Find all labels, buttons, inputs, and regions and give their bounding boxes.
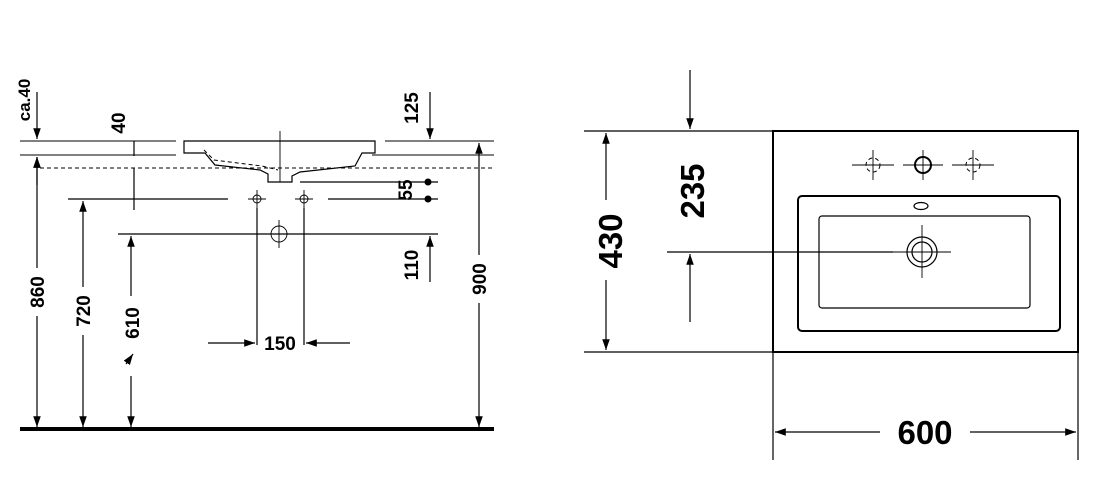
tap-hole-right <box>295 190 313 208</box>
dim-label-40: 40 <box>109 112 130 133</box>
dim-label-55: 55 <box>396 179 417 201</box>
dim-label-860: 860 <box>28 276 49 308</box>
dim-label-430: 430 <box>592 213 629 268</box>
basin-profile <box>183 140 376 183</box>
dim-label-125: 125 <box>402 92 423 124</box>
top-view: 430 235 600 <box>584 70 1079 460</box>
dim-label-235: 235 <box>674 163 711 218</box>
overflow-hole <box>913 201 929 211</box>
tap-hole-left <box>248 190 266 208</box>
side-view: ca.40 40 125 55 110 <box>15 79 494 431</box>
top-waste-outlet <box>893 225 951 278</box>
top-tap-hole-left <box>852 150 894 180</box>
dim-label-900: 900 <box>470 263 491 295</box>
basin-inner-dash <box>203 149 279 171</box>
d610-marker-arrow <box>123 353 134 366</box>
dim-label-610: 610 <box>123 307 144 339</box>
dim-label-720: 720 <box>74 295 95 327</box>
basin-bowl <box>818 215 1031 309</box>
dim-label-600: 600 <box>897 414 952 451</box>
top-tap-hole-centre <box>903 150 943 180</box>
d55-dot-top <box>424 178 432 186</box>
top-tap-hole-right <box>952 150 994 180</box>
basin-inner-rim <box>797 195 1061 332</box>
d55-dot-bottom <box>424 195 432 203</box>
dim-label-110: 110 <box>402 250 423 281</box>
dim-label-150: 150 <box>264 334 296 355</box>
waste-outlet <box>265 220 293 248</box>
basin-outer-outline <box>772 130 1079 353</box>
dim-label-ca40: ca.40 <box>15 79 34 122</box>
